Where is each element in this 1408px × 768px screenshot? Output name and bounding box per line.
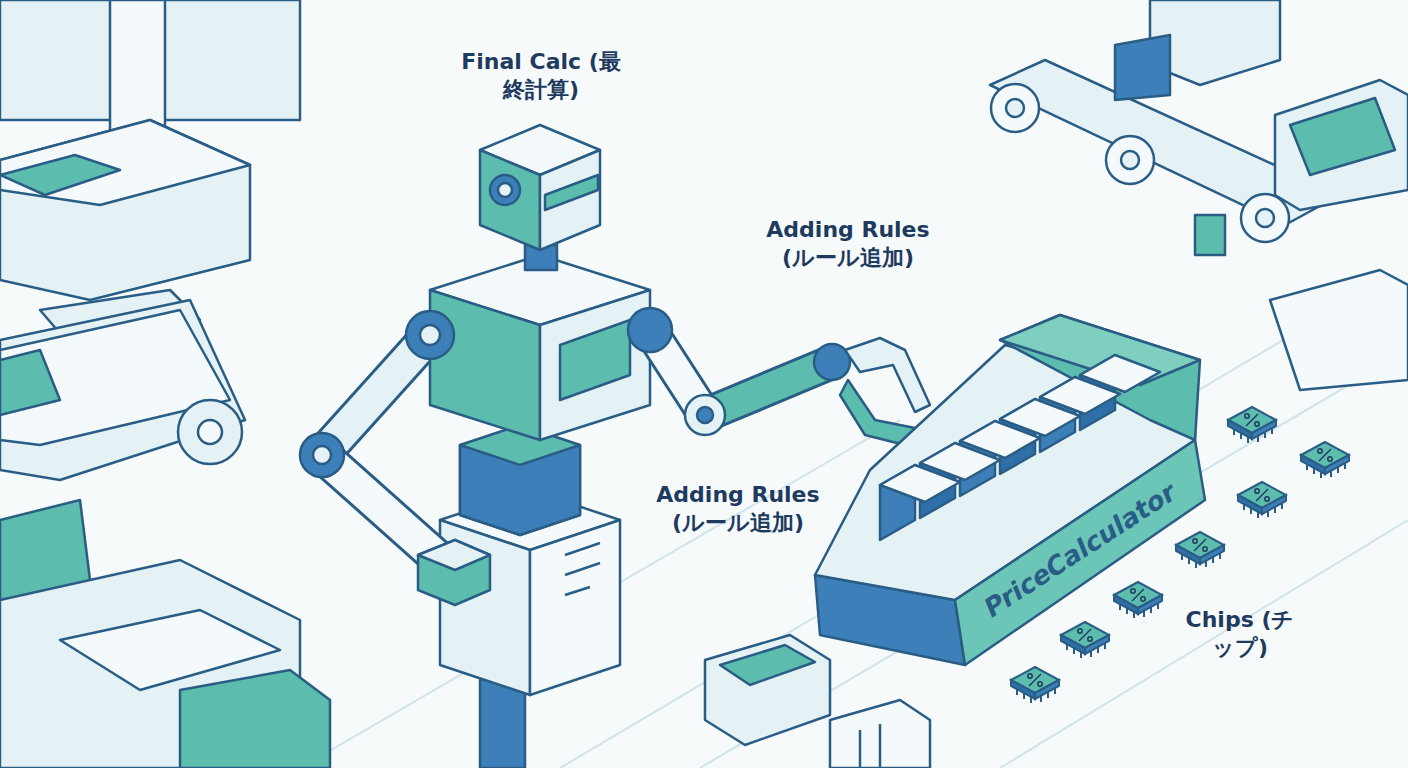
robot bbox=[565, 543, 600, 555]
robot bbox=[480, 680, 525, 768]
chips bbox=[1176, 532, 1224, 568]
background-machines bbox=[1270, 270, 1408, 390]
callout-label: Adding Rules (ルール追加) bbox=[748, 216, 948, 271]
robot bbox=[530, 520, 620, 695]
robot bbox=[685, 395, 725, 435]
robot bbox=[406, 311, 454, 359]
robot bbox=[628, 308, 672, 352]
calculator-device bbox=[815, 345, 1195, 600]
robot bbox=[490, 175, 520, 205]
background-machines bbox=[991, 84, 1039, 132]
chips bbox=[1301, 442, 1349, 478]
chips bbox=[1238, 482, 1286, 518]
background-machines bbox=[705, 635, 830, 745]
background-machines bbox=[0, 155, 120, 195]
background-machines bbox=[0, 120, 250, 205]
background-machines bbox=[1256, 209, 1274, 227]
device-name: PriceCalculator bbox=[979, 477, 1182, 623]
background-machines bbox=[1241, 194, 1289, 242]
background-machines bbox=[859, 730, 862, 768]
background-machines bbox=[0, 300, 245, 480]
robot bbox=[420, 325, 440, 345]
robot bbox=[300, 433, 344, 477]
robot bbox=[498, 183, 512, 197]
background-machines bbox=[1290, 98, 1395, 175]
chips bbox=[1228, 407, 1276, 443]
robot bbox=[540, 150, 600, 250]
floor-lines bbox=[300, 420, 900, 768]
robot bbox=[540, 290, 650, 440]
robot bbox=[418, 540, 490, 570]
rule-cards bbox=[880, 465, 960, 502]
robot bbox=[460, 425, 580, 535]
background-machines bbox=[1275, 80, 1408, 210]
floor-lines bbox=[700, 350, 1408, 768]
calculator-device bbox=[1000, 315, 1200, 440]
robot bbox=[418, 540, 490, 605]
robot bbox=[545, 175, 598, 210]
device-front-face bbox=[955, 440, 1205, 665]
background-machines bbox=[1121, 151, 1139, 169]
background-machines bbox=[178, 400, 242, 464]
robot bbox=[460, 445, 580, 535]
callout-label: Adding Rules (ルール追加) bbox=[638, 481, 838, 536]
background-machines bbox=[0, 350, 60, 415]
callout-label: Final Calc (最終計算) bbox=[456, 48, 626, 103]
background-machines bbox=[720, 645, 815, 685]
background-machines bbox=[1115, 35, 1170, 100]
callout-label: Chips (チップ) bbox=[1185, 606, 1295, 661]
robot bbox=[322, 455, 440, 560]
robot bbox=[313, 446, 331, 464]
background-machines bbox=[0, 120, 250, 300]
robot bbox=[560, 320, 630, 400]
chips bbox=[1011, 667, 1059, 703]
robot bbox=[697, 407, 713, 423]
robot bbox=[430, 290, 540, 440]
background-machines bbox=[198, 420, 222, 444]
background-machines bbox=[1195, 215, 1225, 255]
background-machines bbox=[879, 724, 882, 768]
robot bbox=[480, 150, 540, 250]
background-machines bbox=[830, 700, 930, 768]
robot bbox=[565, 563, 600, 575]
robot bbox=[322, 455, 440, 560]
chips bbox=[1114, 582, 1162, 618]
background-machines bbox=[180, 670, 330, 768]
robot bbox=[565, 587, 590, 595]
background-machines bbox=[1106, 136, 1154, 184]
device-box: PriceCalculator bbox=[945, 420, 1215, 680]
background-machines bbox=[1006, 99, 1024, 117]
chips bbox=[1061, 622, 1109, 658]
